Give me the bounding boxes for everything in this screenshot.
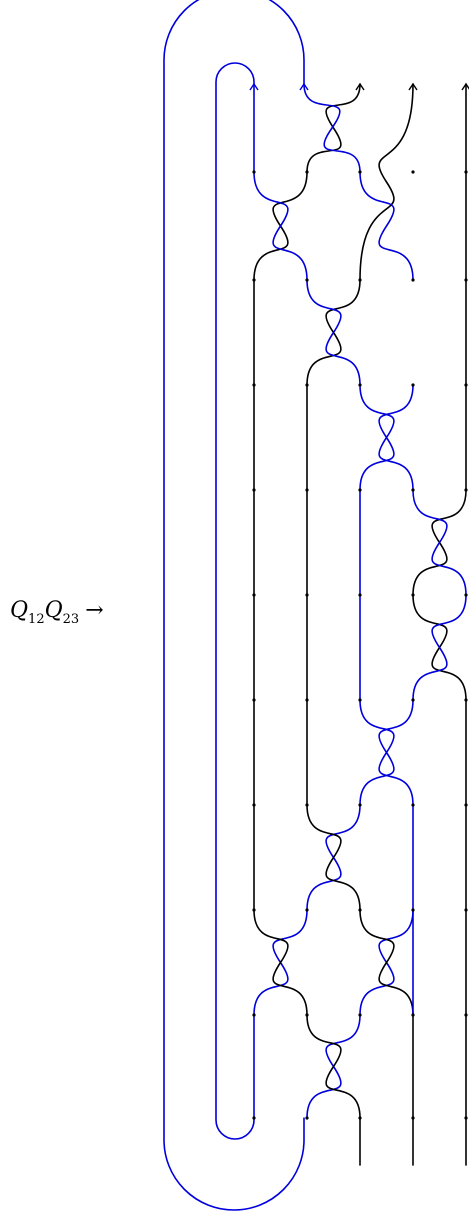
node-dot-7 (358, 278, 362, 282)
strand-blue-cross-2 (253, 171, 308, 281)
node-dot-2 (358, 170, 362, 174)
node-dot-44 (464, 1013, 468, 1017)
strand-black-cross-10 (306, 1014, 361, 1119)
svg-text:Q12Q23→: Q12Q23→ (10, 598, 104, 627)
node-dot-12 (358, 383, 362, 387)
node-dot-49 (464, 1116, 468, 1120)
node-dot-8 (411, 278, 415, 282)
node-dot-43 (411, 1013, 415, 1017)
node-dot-26 (305, 698, 309, 702)
arrowhead-3 (355, 82, 365, 91)
node-dot-41 (305, 1013, 309, 1017)
strand-blue-cross-7 (412, 489, 467, 596)
label-symbol-1: Q (10, 598, 28, 623)
node-dot-1 (305, 170, 309, 174)
label-subscript-2: 23 (63, 612, 80, 627)
node-dot-31 (305, 803, 309, 807)
node-dot-29 (464, 698, 468, 702)
node-dot-48 (411, 1116, 415, 1120)
node-dot-19 (464, 488, 468, 492)
node-dot-13 (411, 383, 415, 387)
arrowhead-4 (408, 82, 418, 91)
node-dot-28 (411, 698, 415, 702)
strand-black-cross-9 (359, 909, 414, 1016)
node-dot-37 (358, 908, 362, 912)
node-dot-33 (411, 803, 415, 807)
node-dot-35 (252, 908, 256, 912)
node-dot-17 (358, 488, 362, 492)
node-dot-0 (252, 170, 256, 174)
node-dot-11 (305, 383, 309, 387)
strand-black-cross-1 (306, 83, 361, 173)
label-symbol-2: Q (45, 598, 63, 623)
node-dot-23 (411, 593, 415, 597)
inner-loop-strand (215, 62, 255, 1140)
strand-black-cross-7 (306, 804, 361, 911)
node-dot-45 (252, 1116, 256, 1120)
strand-blue-cross-4 (306, 279, 361, 386)
label-subscript-1: 12 (28, 612, 45, 627)
strand-blue-cross-6 (359, 384, 414, 491)
strand-blue-cross-10 (359, 699, 414, 806)
node-dot-40 (252, 1013, 256, 1017)
node-dot-15 (252, 488, 256, 492)
node-dot-21 (305, 593, 309, 597)
strand-black-cross-8 (253, 909, 308, 1016)
label-arrow: → (85, 598, 103, 623)
braid-strands (163, 0, 467, 1211)
strand-blue-cross-3 (359, 171, 414, 281)
node-dot-27 (358, 698, 362, 702)
node-dot-14 (464, 383, 468, 387)
node-dot-22 (358, 593, 362, 597)
node-dot-36 (305, 908, 309, 912)
strand-blue-cross-8 (412, 594, 467, 701)
arrowhead-2 (299, 82, 309, 91)
outer-loop-strand (163, 0, 305, 1211)
node-dot-16 (305, 488, 309, 492)
node-dot-32 (358, 803, 362, 807)
strand-blue-cross-1 (303, 83, 361, 173)
braid-marks (249, 82, 469, 1120)
node-dot-4 (464, 170, 468, 174)
node-dot-6 (305, 278, 309, 282)
node-dot-46 (305, 1116, 309, 1120)
node-dot-30 (252, 803, 256, 807)
node-dot-25 (252, 698, 256, 702)
node-dot-38 (411, 908, 415, 912)
strand-black-cross-3 (359, 83, 414, 281)
node-dot-10 (252, 383, 256, 387)
node-dot-5 (252, 278, 256, 282)
operator-label: Q12Q23→ (10, 598, 104, 627)
node-dot-34 (464, 803, 468, 807)
arrowhead-1 (249, 82, 259, 91)
node-dot-42 (358, 1013, 362, 1017)
node-dot-20 (252, 593, 256, 597)
node-dot-18 (411, 488, 415, 492)
node-dot-39 (464, 908, 468, 912)
node-dot-9 (464, 278, 468, 282)
node-dot-47 (358, 1116, 362, 1120)
node-dot-24 (464, 593, 468, 597)
node-dot-3 (411, 170, 415, 174)
